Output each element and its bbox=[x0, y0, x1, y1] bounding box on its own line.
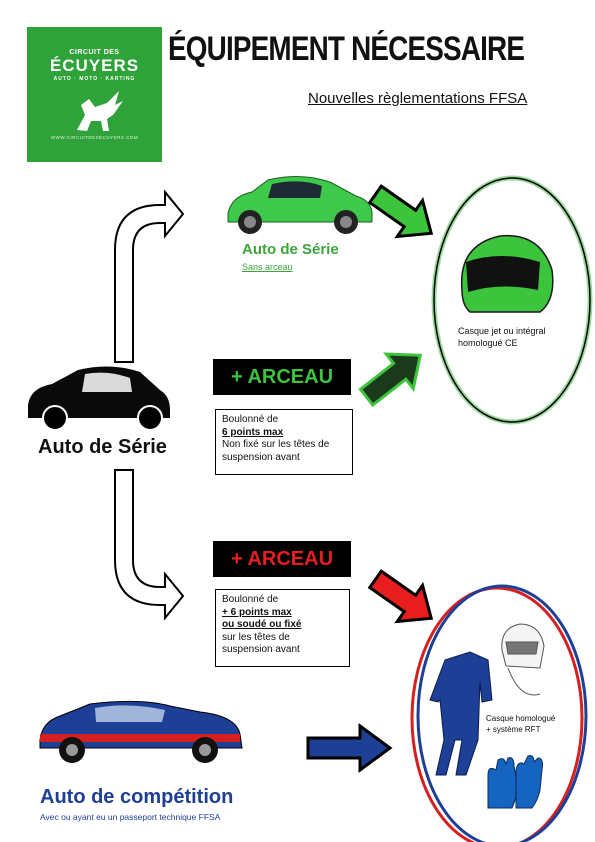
stock-car-label: Auto de Série bbox=[38, 436, 167, 458]
comp-spec-line-4: sur les têtes de suspension avant bbox=[222, 631, 300, 656]
competition-car-sublabel: Avec ou ayant eu un passeport technique … bbox=[40, 812, 221, 822]
helmet-requirement-label: Casque jet ou intégral homologué CE bbox=[458, 326, 546, 348]
lower-flow-arrow bbox=[114, 469, 185, 621]
green-arrow-top bbox=[367, 184, 434, 239]
rollcage-banner-green: + ARCEAU bbox=[213, 359, 351, 395]
no-rollcage-label: Sans arceau bbox=[242, 262, 293, 272]
pegasus-icon bbox=[77, 91, 123, 131]
comp-spec-line-3: ou soudé ou fixé bbox=[222, 619, 302, 630]
comp-spec-line-1: Boulonné de bbox=[222, 594, 279, 605]
logo-url: WWW.CIRCUITDESECUYERS.COM bbox=[50, 135, 139, 140]
rollcage-competition-spec-box: Boulonné de + 6 points max ou soudé ou f… bbox=[215, 589, 350, 667]
page-subtitle: Nouvelles règlementations FFSA bbox=[308, 90, 528, 107]
logo-line-1: CIRCUIT DES bbox=[69, 49, 120, 56]
race-zone-ellipse-blue bbox=[416, 584, 588, 842]
competition-car-label: Auto de compétition bbox=[40, 786, 234, 808]
rollcage-spec-line-2: 6 points max bbox=[222, 426, 284, 438]
green-car-icon bbox=[227, 176, 373, 234]
race-zone-ellipse-red bbox=[410, 586, 584, 842]
rollcage-spec-line-3: Non fixé sur les têtes de suspension ava… bbox=[222, 439, 330, 463]
comp-spec-line-2: + 6 points max bbox=[222, 606, 292, 618]
upper-flow-arrow bbox=[114, 189, 185, 363]
circuit-logo: CIRCUIT DES ÉCUYERS AUTO · MOTO · KARTIN… bbox=[27, 27, 162, 162]
red-arrow bbox=[367, 569, 434, 624]
rollcage-spec-box: Boulonné de 6 points max Non fixé sur le… bbox=[215, 409, 353, 475]
logo-line-3: AUTO · MOTO · KARTING bbox=[53, 76, 136, 82]
race-helmet-requirement-label: Casque homologué + système RFT bbox=[486, 714, 556, 734]
race-suit-icon bbox=[429, 651, 493, 776]
blue-arrow bbox=[306, 723, 393, 773]
green-arrow-mid bbox=[358, 352, 423, 408]
green-helmet-icon bbox=[460, 234, 554, 313]
rollcage-banner-red: + ARCEAU bbox=[213, 541, 351, 577]
rollcage-spec-line-1: Boulonné de bbox=[222, 414, 279, 425]
logo-line-2: ÉCUYERS bbox=[49, 56, 140, 75]
page-title: ÉQUIPEMENT NÉCESSAIRE bbox=[168, 30, 525, 68]
black-car-icon bbox=[28, 366, 170, 431]
competition-car-icon bbox=[39, 700, 243, 763]
white-helmet-icon bbox=[501, 623, 545, 696]
stock-car-top-label: Auto de Série bbox=[242, 241, 339, 258]
race-gloves-icon bbox=[487, 755, 543, 809]
